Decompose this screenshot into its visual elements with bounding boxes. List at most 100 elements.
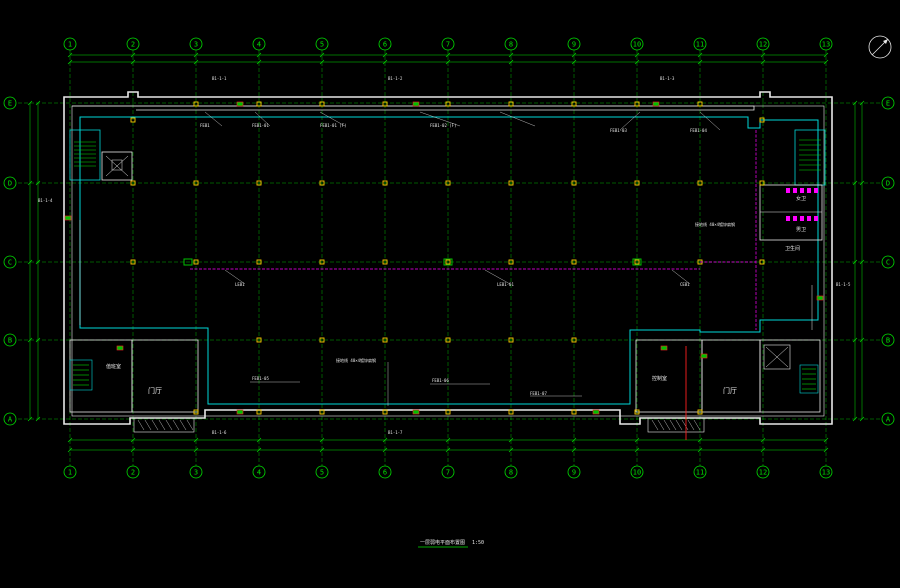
device-symbol-icon — [508, 409, 514, 415]
dim-tick — [852, 259, 858, 265]
dim-tick — [382, 437, 388, 443]
entrance-canopy-left — [133, 417, 195, 433]
drawing-scale: 1:50 — [472, 540, 484, 546]
dim-tick — [571, 52, 577, 58]
elevator-car — [111, 159, 123, 171]
toilet-fixture-icon — [786, 216, 790, 221]
dim-tick — [571, 59, 577, 65]
axis-bubble-col-bottom — [567, 465, 581, 479]
dim-tick — [382, 447, 388, 453]
elevator — [101, 151, 133, 181]
toilet-fixture-icon — [793, 216, 797, 221]
dim-tick — [193, 59, 199, 65]
axis-bubble-row-left-label: B — [8, 337, 12, 345]
device-symbol-icon — [634, 409, 640, 415]
device-symbol-icon — [759, 117, 765, 123]
canopy-hatch — [186, 419, 194, 431]
device-symbol-icon — [319, 101, 325, 107]
axis-bubble-col-bottom-label: 2 — [131, 469, 135, 477]
axis-bubble-col-bottom-label: 10 — [633, 469, 641, 477]
axis-bubble-col-top — [441, 37, 455, 51]
dim-tick — [445, 437, 451, 443]
dim-tick — [382, 52, 388, 58]
dim-tick — [27, 416, 33, 422]
dim-tick — [67, 59, 73, 65]
dim-tick — [571, 447, 577, 453]
axis-bubble-col-top-label: 9 — [572, 41, 576, 49]
device-symbol-icon — [571, 337, 577, 343]
junction-box-icon — [236, 101, 244, 107]
dim-tick — [571, 437, 577, 443]
axis-bubble-row-left-label: C — [8, 259, 12, 267]
axis-bubble-col-top — [630, 37, 644, 51]
device-symbol-icon — [256, 101, 262, 107]
cable-tag: FEB1 — [200, 123, 210, 128]
axis-bubble-col-bottom — [315, 465, 329, 479]
dim-tick — [445, 52, 451, 58]
device-symbol-icon — [634, 259, 640, 265]
toilet-fixture-icon — [800, 188, 804, 193]
room-label-control-room: 控制室 — [652, 375, 667, 382]
device-symbol-icon — [256, 259, 262, 265]
device-symbol-icon — [697, 180, 703, 186]
dim-tick — [130, 437, 136, 443]
toilet-fixture-icon — [793, 188, 797, 193]
axis-bubble-col-top-label: 5 — [320, 41, 324, 49]
box-tag: B1-1-4 — [38, 198, 53, 203]
dim-tick — [859, 337, 865, 343]
axis-bubble-row-right — [881, 412, 895, 426]
axis-bubble-col-bottom — [504, 465, 518, 479]
device-symbol-icon — [634, 101, 640, 107]
axis-bubble-col-bottom-label: 5 — [320, 469, 324, 477]
axis-bubble-col-top — [126, 37, 140, 51]
cable-tag: FEB1-05 — [252, 376, 269, 381]
dim-tick — [508, 437, 514, 443]
cable-tag: FEB1-06 — [432, 378, 449, 383]
device-symbol-icon — [130, 117, 136, 123]
wiring-runs — [79, 111, 813, 440]
junction-box-icon — [592, 409, 600, 415]
canopy-hatch — [165, 419, 173, 431]
room-label-restroom: 卫生间 — [785, 245, 800, 252]
duty-room — [69, 339, 133, 413]
axis-bubble-row-left — [3, 255, 17, 269]
box-tag: B1-1-3 — [660, 76, 675, 81]
stair-block-right — [759, 339, 821, 413]
axis-bubble-col-bottom-label: 13 — [822, 469, 830, 477]
dim-tick — [697, 437, 703, 443]
axis-bubble-row-right — [881, 96, 895, 110]
axis-bubble-row-right-label: B — [886, 337, 890, 345]
axis-bubble-col-bottom — [756, 465, 770, 479]
junction-box-icon — [412, 409, 420, 415]
device-symbol-icon — [193, 180, 199, 186]
device-symbol-icon — [256, 180, 262, 186]
box-tag: B1-1-2 — [388, 76, 403, 81]
device-symbol-icon — [508, 259, 514, 265]
cable-tag: FEB1-01 — [252, 123, 269, 128]
dim-tick — [859, 416, 865, 422]
note-text: 接地线 40×4镀锌扁钢 — [336, 357, 376, 363]
axis-bubble-row-right-label: E — [886, 100, 890, 108]
dim-tick — [508, 52, 514, 58]
device-symbol-icon — [634, 180, 640, 186]
dim-tick — [256, 447, 262, 453]
dim-tick — [319, 437, 325, 443]
device-symbol-icon — [256, 409, 262, 415]
dim-tick — [760, 437, 766, 443]
axis-bubble-col-top-label: 8 — [509, 41, 513, 49]
axis-bubble-col-top-label: 12 — [759, 41, 767, 49]
axis-bubble-row-left — [3, 96, 17, 110]
room-label-hall-right: 门厅 — [723, 386, 737, 395]
device-symbol-icon — [759, 180, 765, 186]
north-arrow-icon — [868, 35, 892, 59]
cable-tag: CEB1 — [680, 282, 690, 287]
axis-bubble-row-right — [881, 255, 895, 269]
axis-bubble-col-bottom — [378, 465, 392, 479]
axis-bubble-row-left — [3, 176, 17, 190]
axis-bubble-col-top — [378, 37, 392, 51]
axis-bubble-col-top-label: 6 — [383, 41, 387, 49]
dim-tick — [67, 437, 73, 443]
dim-tick — [852, 180, 858, 186]
axis-bubble-col-top — [504, 37, 518, 51]
